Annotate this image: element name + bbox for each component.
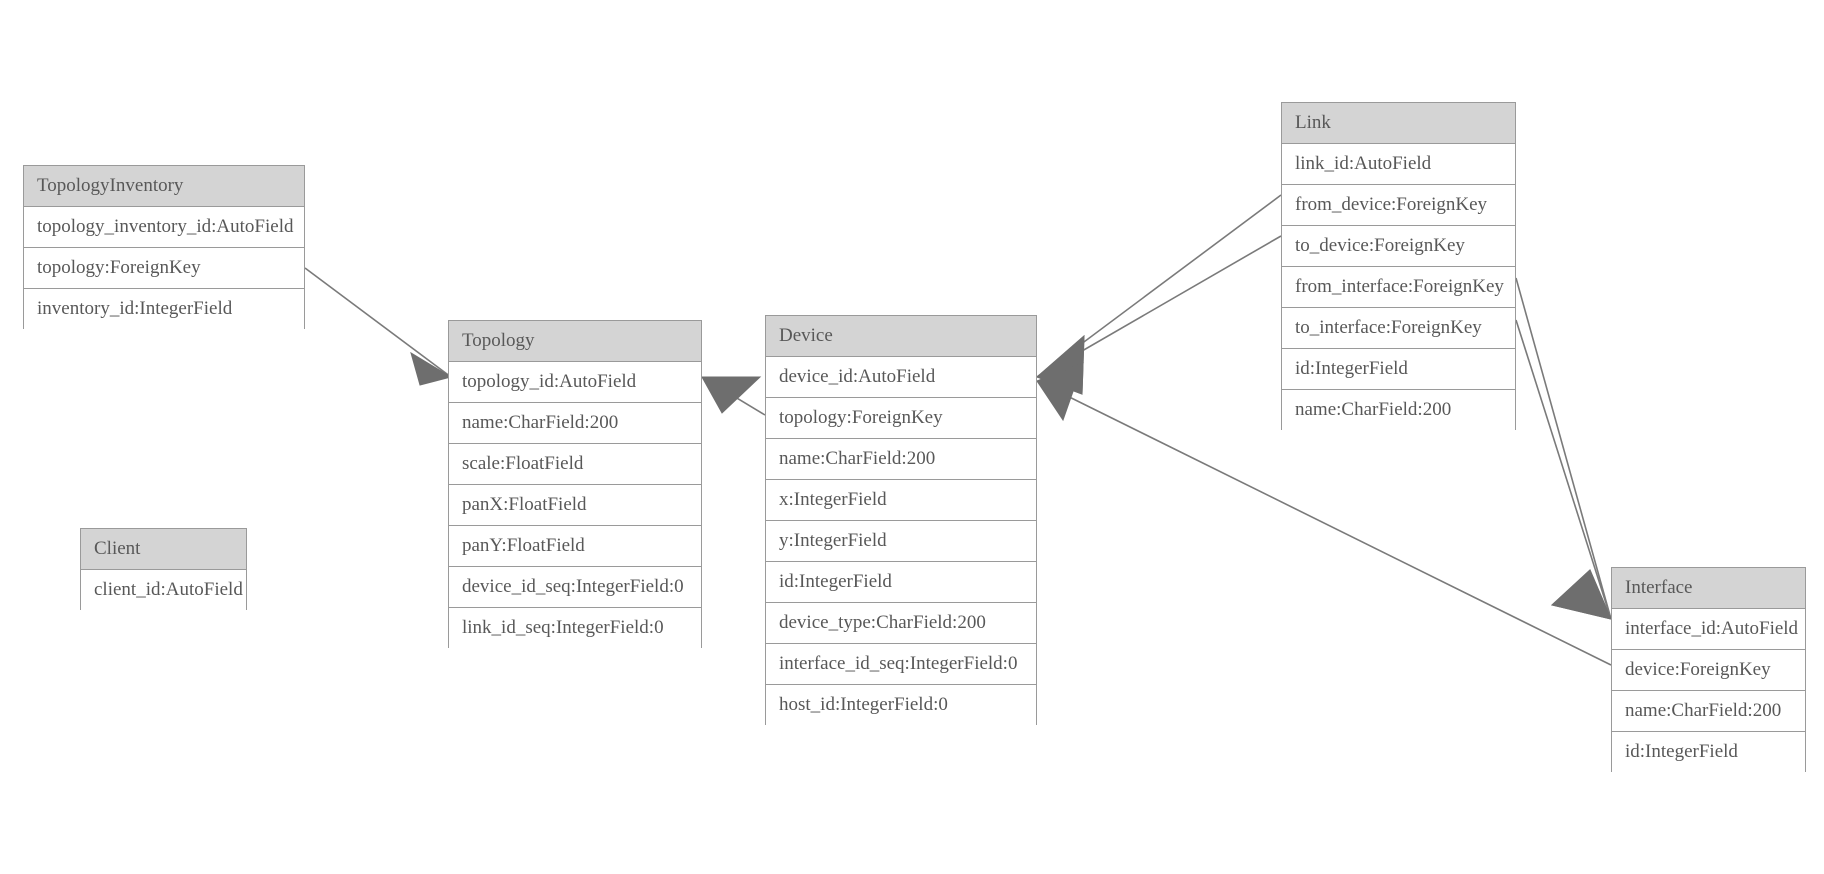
relationship-arrowhead	[1550, 569, 1612, 620]
relationship-arrowhead	[1036, 334, 1085, 395]
relationship-topologyinventory-topology	[304, 267, 453, 386]
relationship-line	[1036, 194, 1282, 378]
entity-field-row: device:ForeignKey	[1612, 650, 1805, 691]
entity-field-row: id:IntegerField	[1612, 732, 1805, 773]
entity-field-row: id:IntegerField	[1282, 349, 1515, 390]
entity-field-row: y:IntegerField	[766, 521, 1036, 562]
entity-field-row: name:CharField:200	[1282, 390, 1515, 431]
relationship-line	[1515, 277, 1612, 620]
entity-title-topology: Topology	[449, 321, 701, 362]
entity-field-row: device_type:CharField:200	[766, 603, 1036, 644]
entity-field-row: interface_id:AutoField	[1612, 609, 1805, 650]
relationship-line	[1036, 235, 1282, 378]
entity-title-interface: Interface	[1612, 568, 1805, 609]
entity-field-row: to_device:ForeignKey	[1282, 226, 1515, 267]
relationship-line	[701, 376, 766, 416]
entity-field-row: interface_id_seq:IntegerField:0	[766, 644, 1036, 685]
entity-title-link: Link	[1282, 103, 1515, 144]
relationship-link-to-device	[1036, 235, 1282, 395]
entity-field-row: topology:ForeignKey	[766, 398, 1036, 439]
relationship-arrowhead	[1550, 569, 1612, 620]
entity-title-client: Client	[81, 529, 246, 570]
entity-field-row: to_interface:ForeignKey	[1282, 308, 1515, 349]
entity-field-row: name:CharField:200	[449, 403, 701, 444]
relationship-line	[304, 267, 452, 378]
entity-field-row: inventory_id:IntegerField	[24, 289, 304, 330]
relationship-arrowhead	[1036, 334, 1085, 395]
entity-title-device: Device	[766, 316, 1036, 357]
relationship-link-from-interface	[1515, 277, 1612, 620]
entity-field-row: from_interface:ForeignKey	[1282, 267, 1515, 308]
relationship-arrowhead	[1036, 362, 1084, 422]
relationship-arrowhead	[410, 351, 453, 386]
entity-field-row: x:IntegerField	[766, 480, 1036, 521]
entity-field-row: scale:FloatField	[449, 444, 701, 485]
relationship-link-from-device	[1036, 194, 1282, 395]
entity-field-row: client_id:AutoField	[81, 570, 246, 611]
entity-field-row: topology_inventory_id:AutoField	[24, 207, 304, 248]
entity-field-row: host_id:IntegerField:0	[766, 685, 1036, 726]
entity-field-row: device_id:AutoField	[766, 357, 1036, 398]
entity-field-row: panY:FloatField	[449, 526, 701, 567]
entity-field-row: id:IntegerField	[766, 562, 1036, 603]
entity-field-row: topology:ForeignKey	[24, 248, 304, 289]
entity-field-row: from_device:ForeignKey	[1282, 185, 1515, 226]
entity-field-row: name:CharField:200	[766, 439, 1036, 480]
relationship-arrowhead	[701, 376, 762, 414]
entity-field-row: link_id:AutoField	[1282, 144, 1515, 185]
entity-title-topology_inventory: TopologyInventory	[24, 166, 304, 207]
entity-field-row: topology_id:AutoField	[449, 362, 701, 403]
entity-field-row: link_id_seq:IntegerField:0	[449, 608, 701, 649]
entity-field-row: device_id_seq:IntegerField:0	[449, 567, 701, 608]
entity-field-row: panX:FloatField	[449, 485, 701, 526]
relationship-line	[1515, 319, 1612, 620]
relationship-link-to-interface	[1515, 319, 1612, 620]
entity-field-row: name:CharField:200	[1612, 691, 1805, 732]
relationship-device-topology	[701, 376, 766, 416]
